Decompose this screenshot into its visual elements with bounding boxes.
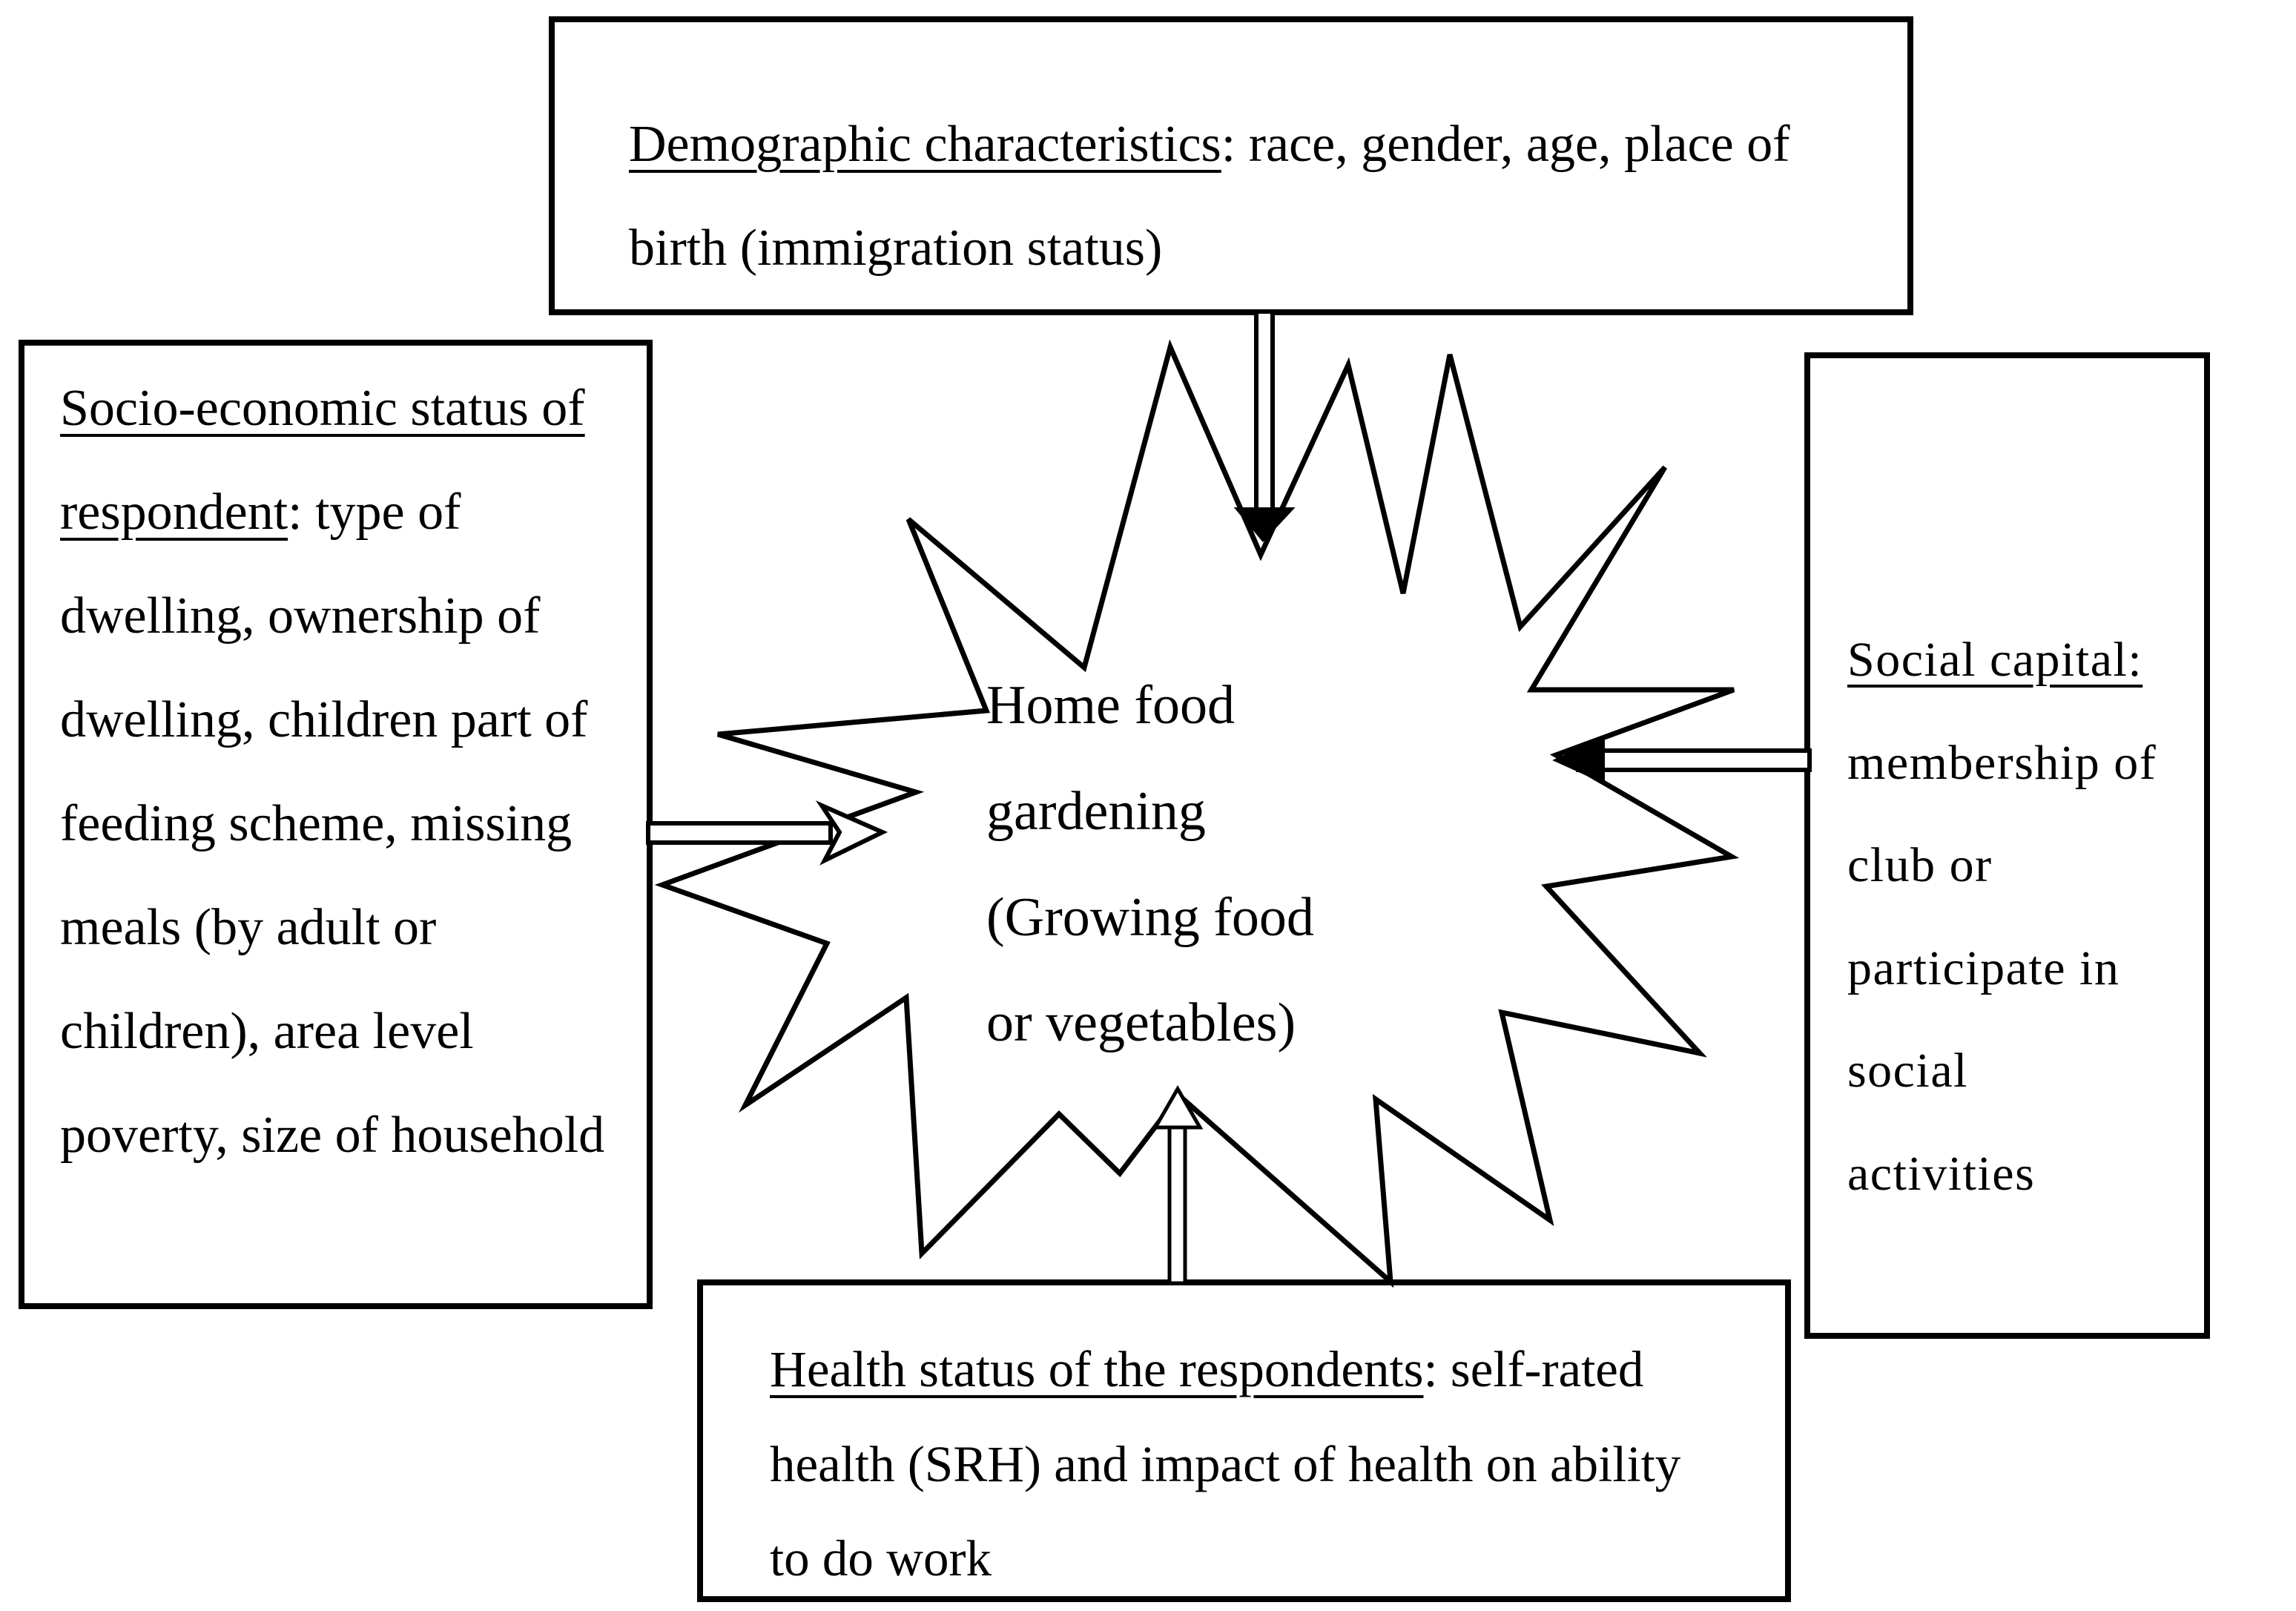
- social-capital-box-title: Social capital:: [1847, 633, 2143, 687]
- social-capital-box-body: membership of club or participate in soc…: [1847, 735, 2157, 1201]
- health-status-box: Health status of the respondents: self-r…: [697, 1279, 1791, 1602]
- socioeconomic-box-body: : type of dwelling, ownership of dwellin…: [60, 484, 605, 1164]
- demographic-box-body: : race, gender, age, place of birth (imm…: [629, 116, 1790, 277]
- demographic-characteristics-box: Demographic characteristics: race, gende…: [549, 16, 1913, 315]
- health-box-title: Health status of the respondents: [770, 1341, 1424, 1397]
- home-food-gardening-label: Home food gardening (Growing food or veg…: [986, 675, 1314, 1054]
- socioeconomic-status-box: Socio-economic status of respondent: typ…: [19, 340, 653, 1309]
- social-capital-box: Social capital: membership of club or par…: [1804, 352, 2210, 1339]
- socioeconomic-box-title: Socio-economic status of respondent: [60, 380, 585, 541]
- health-box-body: : self-rated health (SRH) and impact of …: [770, 1341, 1681, 1587]
- arrow-top-down: [1233, 309, 1296, 543]
- demographic-box-title: Demographic characteristics: [629, 116, 1221, 173]
- arrow-left-right: [646, 800, 888, 866]
- arrow-bottom-up: [1152, 1084, 1204, 1285]
- arrow-right-left: [1552, 736, 1812, 785]
